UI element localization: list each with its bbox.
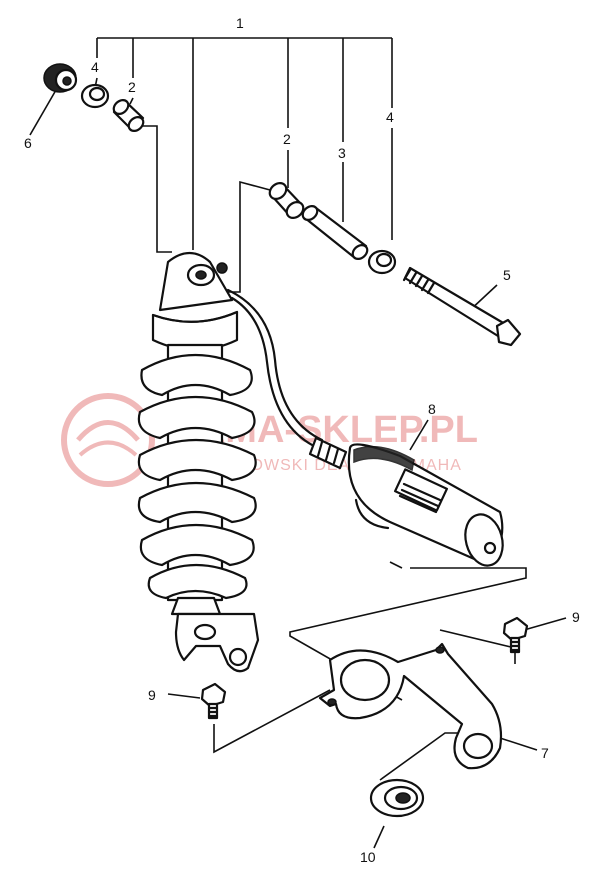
bushing-right-part xyxy=(268,182,305,219)
callout-8: 8 xyxy=(428,401,436,417)
callout-6: 6 xyxy=(24,135,32,151)
callout-9-left: 9 xyxy=(148,687,156,703)
bolt-9-left-part xyxy=(200,682,227,720)
callout-10: 10 xyxy=(360,849,376,865)
washer-right-part xyxy=(367,249,397,275)
callout-3: 3 xyxy=(338,145,346,161)
grommet-part xyxy=(369,778,425,818)
callout-2-left: 2 xyxy=(128,79,136,95)
shock-absorber-part xyxy=(137,251,260,673)
callout-7: 7 xyxy=(541,745,549,761)
collar-part xyxy=(301,205,369,260)
callout-1-bracket xyxy=(96,37,393,250)
bolt-9-right-part xyxy=(502,616,529,654)
reservoir-hose xyxy=(226,288,348,470)
spring-coils xyxy=(137,354,257,600)
bolt-part xyxy=(402,266,522,347)
callout-4-right: 4 xyxy=(386,109,394,125)
callout-1: 1 xyxy=(236,15,244,31)
cap-nut-part xyxy=(43,63,78,93)
callout-5: 5 xyxy=(503,267,511,283)
washer-left-part xyxy=(80,83,110,109)
bushing-left-part xyxy=(112,99,145,132)
callout-4-left: 4 xyxy=(91,59,99,75)
watermark-logo-icon xyxy=(61,393,155,487)
bracket-part xyxy=(318,642,503,770)
reservoir-part xyxy=(347,443,504,567)
callout-2-right: 2 xyxy=(283,131,291,147)
callout-9-right: 9 xyxy=(572,609,580,625)
